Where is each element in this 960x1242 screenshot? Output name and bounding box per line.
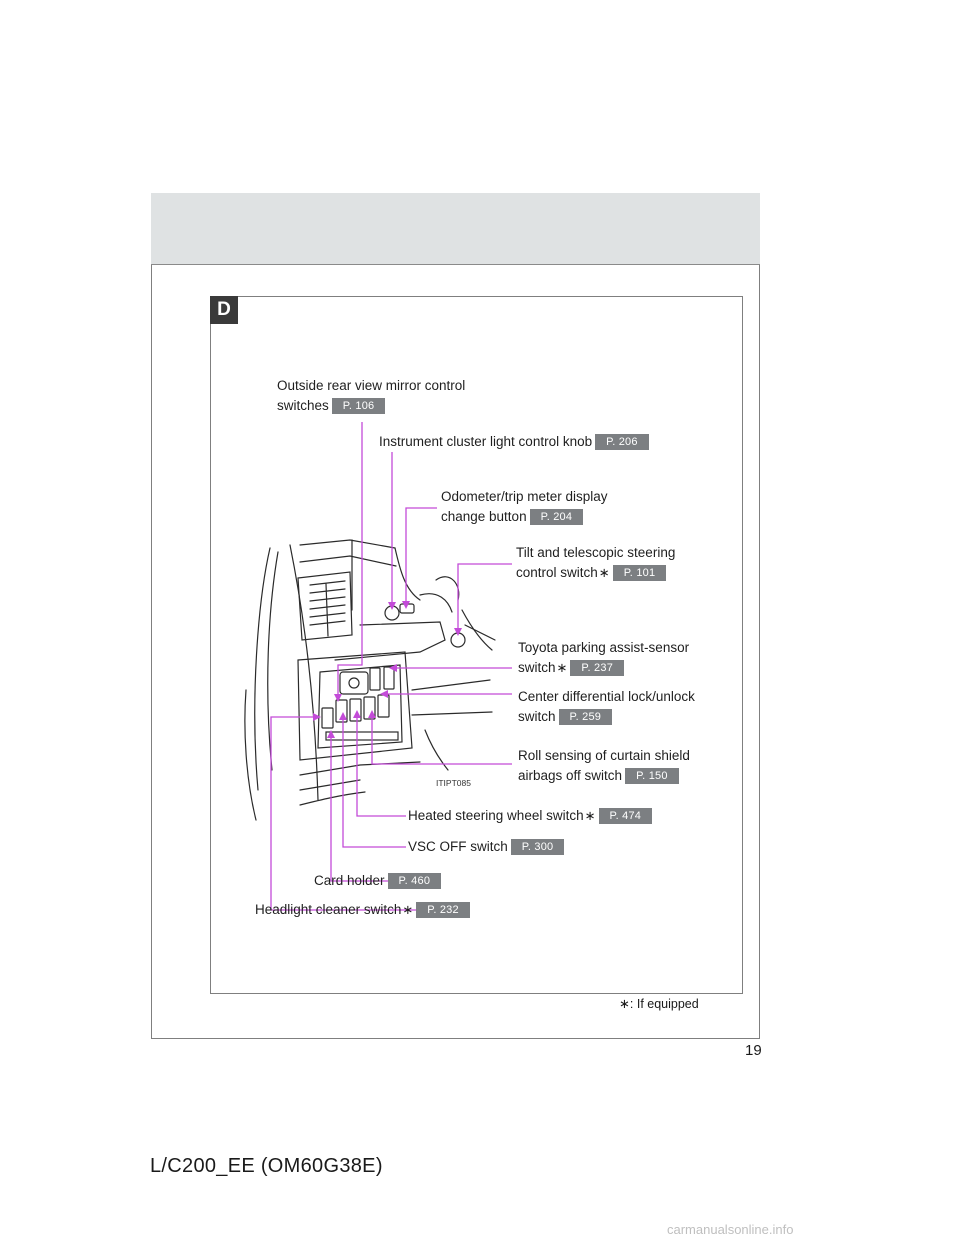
- label-line: Tilt and telescopic steering: [516, 545, 676, 560]
- equipped-star-icon: ∗: [556, 660, 568, 675]
- leader-roll: [371, 712, 512, 765]
- label-line: Outside rear view mirror control: [277, 378, 466, 393]
- label-text: Card holder: [314, 873, 385, 888]
- footnote: ∗: If equipped: [618, 996, 699, 1012]
- page-number: 19: [745, 1042, 762, 1059]
- equipped-star-icon: ∗: [598, 565, 610, 580]
- diagram-box: [210, 296, 743, 994]
- page-reference[interactable]: P. 150: [625, 768, 679, 784]
- page-reference[interactable]: P. 106: [331, 398, 386, 414]
- leader-card: [330, 732, 390, 882]
- page-reference[interactable]: P. 300: [510, 839, 565, 855]
- leader-tilt: [457, 563, 512, 634]
- label-text: VSC OFF switch: [408, 839, 508, 854]
- page-reference[interactable]: P. 474: [598, 808, 653, 824]
- dashboard-drawing: [244, 539, 496, 821]
- page-reference[interactable]: P. 237: [570, 660, 625, 676]
- leader-vsc: [342, 714, 406, 848]
- label-parking-assist: Toyota parking assist-sensor switch∗P. 2…: [518, 638, 689, 678]
- label-headlight-cleaner: Headlight cleaner switch∗P. 232: [255, 900, 470, 920]
- label-line: Toyota parking assist-sensor: [518, 640, 690, 655]
- equipped-star-icon: ∗: [584, 808, 596, 823]
- label-text: switch: [518, 709, 556, 724]
- document-code: L/C200_EE (OM60G38E): [150, 1155, 383, 1177]
- label-line: Roll sensing of curtain shield: [518, 748, 690, 763]
- leader-mirror: [337, 422, 363, 700]
- label-line: control switch∗P. 101: [516, 563, 675, 583]
- leader-arrows: [313, 601, 462, 738]
- leader-headlight: [270, 716, 421, 911]
- watermark: carmanualsonline.info: [667, 1222, 794, 1237]
- arrow-card: [327, 730, 335, 738]
- label-text: control switch: [516, 565, 598, 580]
- arrow-mirror: [334, 694, 342, 702]
- page-reference[interactable]: P. 259: [558, 709, 613, 725]
- page-reference[interactable]: P. 460: [387, 873, 442, 889]
- leader-lines: [270, 422, 512, 911]
- label-text: switch: [518, 660, 556, 675]
- label-mirror-switches: Outside rear view mirror control switche…: [277, 376, 465, 416]
- header-band: [151, 193, 760, 265]
- label-text: Headlight cleaner switch: [255, 902, 402, 917]
- arrow-tilt: [454, 628, 462, 636]
- arrow-center: [380, 690, 388, 698]
- label-line: Odometer/trip meter display: [441, 489, 608, 504]
- label-text: Heated steering wheel switch: [408, 808, 584, 823]
- leader-odometer: [405, 507, 437, 607]
- label-text: Instrument cluster light control knob: [379, 434, 593, 449]
- arrow-heated: [353, 710, 361, 718]
- label-line: Center differential lock/unlock: [518, 689, 695, 704]
- arrow-cluster: [388, 602, 396, 610]
- label-tilt-telescopic: Tilt and telescopic steering control swi…: [516, 543, 675, 583]
- label-roll-sensing: Roll sensing of curtain shield airbags o…: [518, 746, 690, 786]
- arrow-vsc: [339, 712, 347, 720]
- page-reference[interactable]: P. 232: [416, 902, 470, 918]
- page-reference[interactable]: P. 101: [612, 565, 667, 581]
- arrow-odometer: [402, 601, 410, 609]
- arrow-roll: [368, 710, 376, 718]
- label-text: airbags off switch: [518, 768, 623, 783]
- label-odometer-button: Odometer/trip meter display change butto…: [441, 487, 608, 527]
- leader-heated: [356, 712, 406, 817]
- arrow-headlight: [313, 713, 321, 721]
- section-badge: D: [210, 296, 238, 324]
- footnote-text: : If equipped: [629, 997, 699, 1011]
- label-heated-steering: Heated steering wheel switch∗P. 474: [408, 806, 653, 826]
- page-reference[interactable]: P. 206: [595, 434, 649, 450]
- label-line: switch∗P. 237: [518, 658, 689, 678]
- page-reference[interactable]: P. 204: [529, 509, 584, 525]
- label-text: switches: [277, 398, 329, 413]
- arrow-parking: [389, 664, 397, 672]
- label-text: change button: [441, 509, 527, 524]
- image-code: ITIPT085: [436, 778, 471, 788]
- equipped-star-icon: ∗: [402, 902, 414, 917]
- equipped-star-icon: ∗: [619, 996, 630, 1011]
